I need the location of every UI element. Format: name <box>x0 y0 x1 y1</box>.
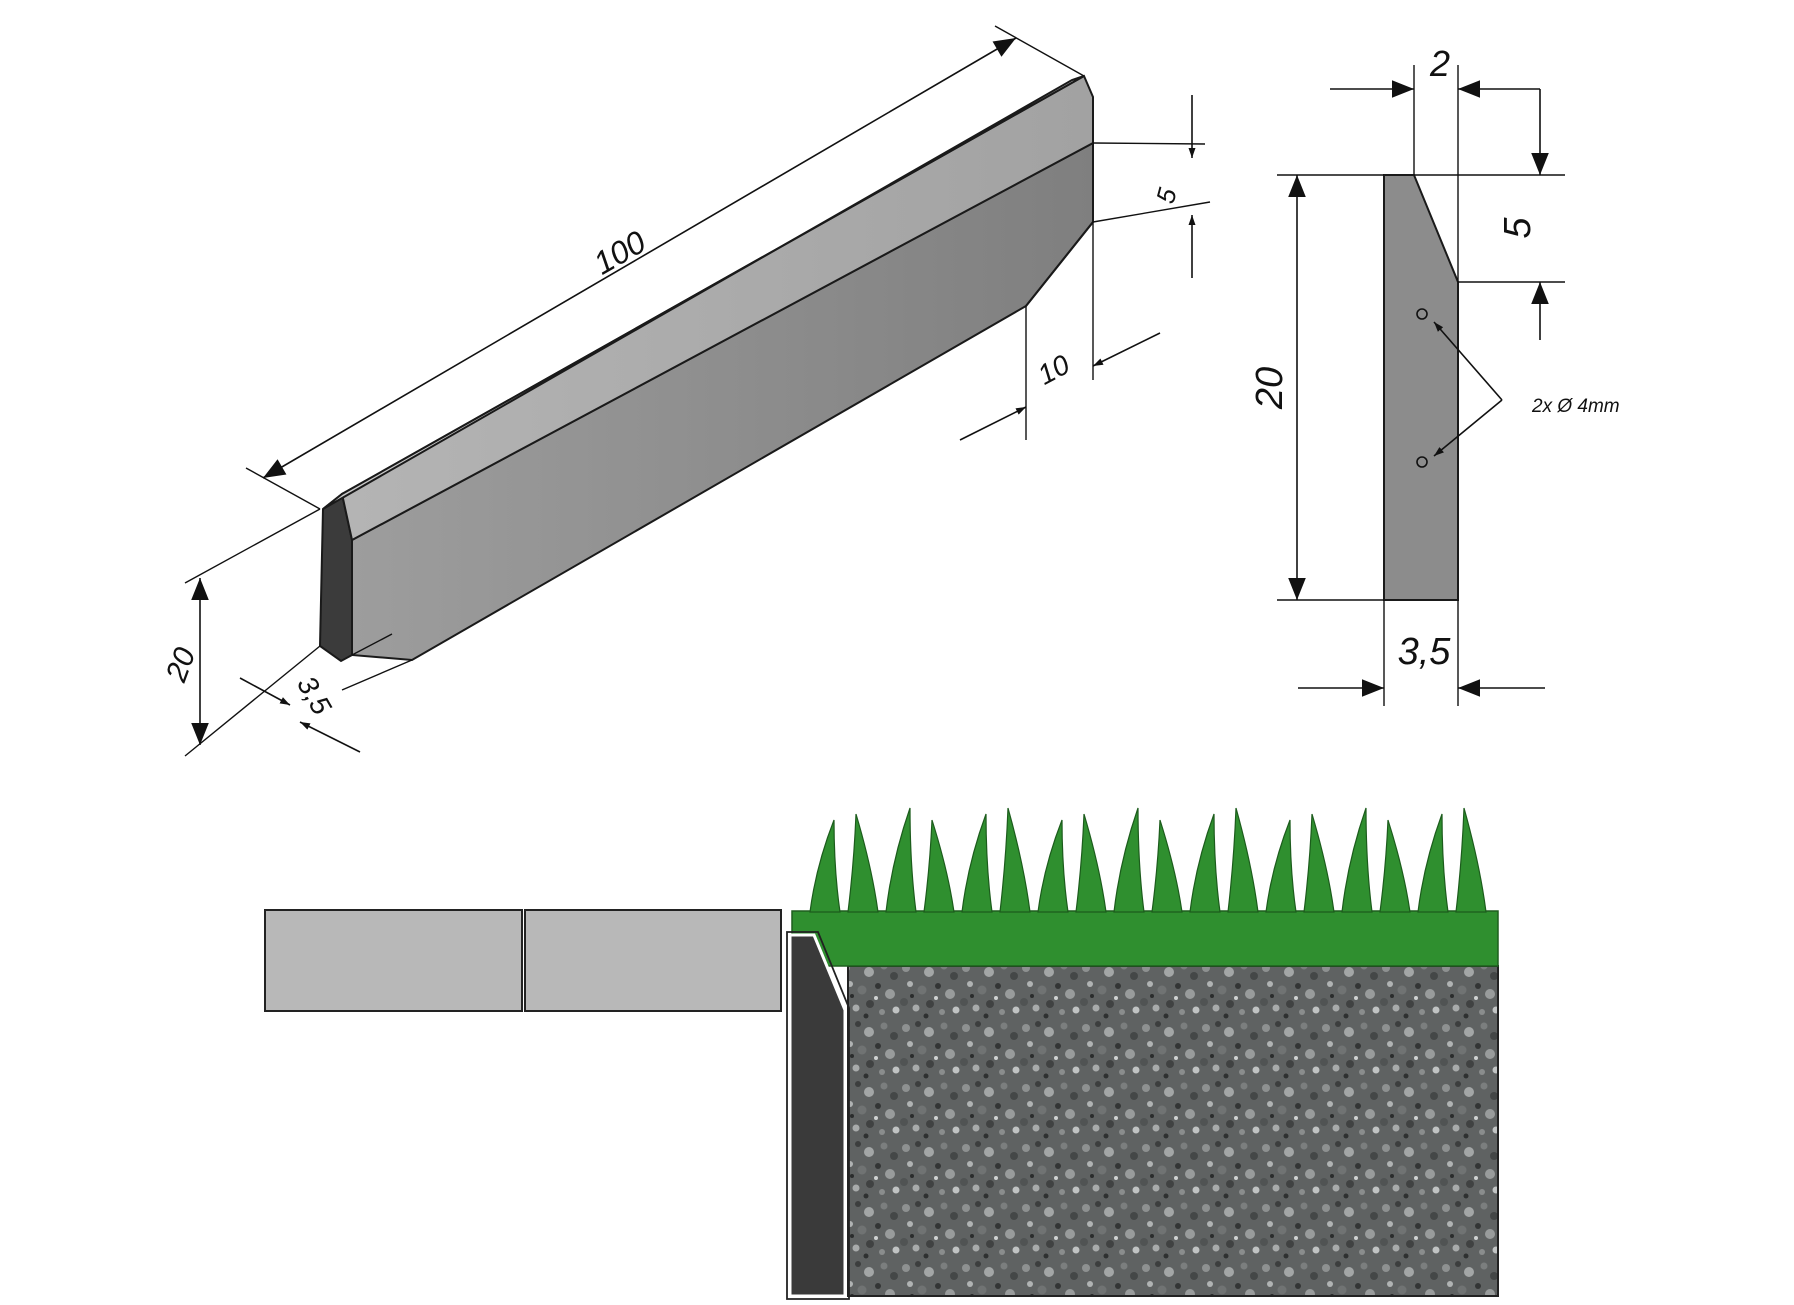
grass-blade <box>809 819 841 913</box>
dim-5-ext-top <box>1092 142 1206 145</box>
grass-blade <box>961 813 993 913</box>
gravel-bed <box>847 965 1499 1297</box>
grass-turf <box>791 910 1499 967</box>
mounting-hole-bottom <box>1416 456 1428 468</box>
grass-blade <box>923 819 955 913</box>
paver-block-1 <box>264 909 523 1012</box>
edging-chamfer-edge <box>1025 221 1094 307</box>
holes-leader-top <box>1433 321 1503 401</box>
grass-blade <box>1265 819 1297 913</box>
dim-3-5-line-b <box>299 721 361 753</box>
section-view: 2 5 20 3,5 2x Ø 4mm <box>1249 43 1620 706</box>
installation-view <box>264 807 1499 1300</box>
dim-100-ext-left <box>245 467 321 510</box>
isometric-view: 100 20 3,5 5 10 <box>160 25 1211 757</box>
dim-3-5-ext-a <box>351 633 393 656</box>
dim-3-5-sec-label: 3,5 <box>1398 631 1452 673</box>
paver-block-2 <box>524 909 782 1012</box>
dim-5-sec-label: 5 <box>1497 217 1539 239</box>
grass-blade <box>1151 819 1183 913</box>
grass-blade <box>1227 807 1259 913</box>
grass-blade <box>1303 813 1335 913</box>
dim-20-sec-label: 20 <box>1249 367 1291 410</box>
dim-100-ext-right <box>994 25 1085 77</box>
dim-5-iso-label: 5 <box>1150 184 1183 206</box>
edging-profile-outline <box>786 931 850 1300</box>
dim-100-label: 100 <box>587 223 651 281</box>
dim-3-5-label: 3,5 <box>291 671 338 721</box>
grass-blade <box>999 807 1031 913</box>
dim-10-arrow-left <box>959 406 1027 441</box>
grass-blade <box>1113 807 1145 913</box>
grass-blade <box>1037 819 1069 913</box>
dim-10-label: 10 <box>1033 348 1075 390</box>
holes-leader-bottom <box>1433 399 1503 457</box>
dim-5-ext-bottom <box>1092 201 1211 223</box>
grass-blade <box>885 807 917 913</box>
grass-blade <box>1417 813 1449 913</box>
dim-3-5-line-a <box>239 677 291 706</box>
section-profile <box>1383 174 1459 601</box>
grass-blade <box>1379 819 1411 913</box>
grass-blade <box>1455 807 1487 913</box>
grass-blades <box>809 807 1487 913</box>
dim-20-ext-top <box>184 508 321 584</box>
dim-2-label: 2 <box>1429 43 1450 84</box>
grass-blade <box>847 813 879 913</box>
dim-3-5-ext-b <box>341 659 413 691</box>
dim-100-line <box>262 37 1017 479</box>
edging-front-face <box>351 141 1094 662</box>
mounting-hole-top <box>1416 308 1428 320</box>
holes-note: 2x Ø 4mm <box>1531 396 1620 417</box>
dim-20-label: 20 <box>160 643 203 687</box>
grass-blade <box>1189 813 1221 913</box>
dim-10-arrow-right <box>1092 332 1161 367</box>
edging-profile <box>788 933 847 1298</box>
grass-blade <box>1075 813 1107 913</box>
grass-blade <box>1341 807 1373 913</box>
